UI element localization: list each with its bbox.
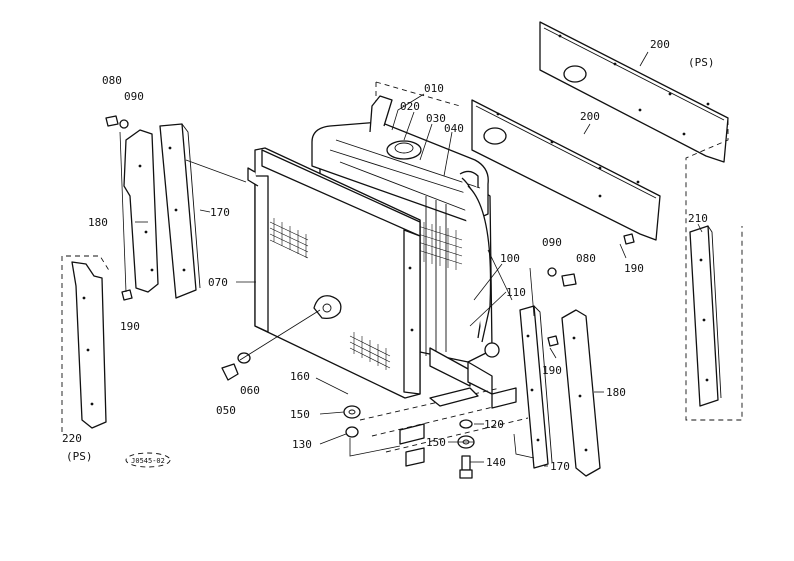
label-160: 160	[290, 370, 310, 383]
label-100: 100	[500, 252, 520, 265]
shroud-plate	[471, 99, 661, 241]
left-bracket-170	[159, 123, 201, 299]
label-180-right: 180	[606, 386, 626, 399]
label-150-left: 150	[290, 408, 310, 421]
label-010: 010	[424, 82, 444, 95]
drawing-code: J0545-02	[131, 457, 165, 465]
label-220: 220	[62, 432, 82, 445]
grille-frame	[247, 147, 421, 399]
leader-lines	[119, 51, 703, 467]
label-200-lower: 200	[580, 110, 600, 123]
lead-line	[529, 267, 535, 317]
label-070: 070	[208, 276, 228, 289]
radiator-outline	[375, 81, 461, 110]
label-090-right: 090	[542, 236, 562, 249]
label-210: 210	[688, 212, 708, 225]
label-080-left: 080	[102, 74, 122, 87]
label-170-right: 170	[550, 460, 570, 473]
label-110: 110	[506, 286, 526, 299]
label-200-top: 200	[650, 38, 670, 51]
label-190-left: 190	[120, 320, 140, 333]
label-040: 040	[444, 122, 464, 135]
label-140: 140	[486, 456, 506, 469]
right-bracket-170	[519, 305, 553, 469]
label-060: 060	[240, 384, 260, 397]
label-190-mid: 190	[542, 364, 562, 377]
label-150-right: 150	[426, 436, 446, 449]
label-190-right: 190	[624, 262, 644, 275]
right-plate-180	[561, 309, 601, 477]
label-200-ps-note: (PS)	[688, 56, 715, 69]
part-labels: 010 020 030 040 050 060 070 080 080 090 …	[62, 38, 715, 473]
side-bracket-ps	[689, 225, 722, 407]
label-120: 120	[484, 418, 504, 431]
label-130: 130	[292, 438, 312, 451]
label-090-left: 090	[124, 90, 144, 103]
label-220-ps-note: (PS)	[66, 450, 93, 463]
label-170-left: 170	[210, 206, 230, 219]
ps-outline	[539, 24, 743, 421]
drawing-code-stamp: J0545-02	[125, 452, 171, 468]
label-020: 020	[400, 100, 420, 113]
label-050: 050	[216, 404, 236, 417]
label-080-right: 080	[576, 252, 596, 265]
left-bracket-ps	[61, 255, 111, 432]
label-030: 030	[426, 112, 446, 125]
lower-frame	[359, 387, 529, 467]
label-180-left: 180	[88, 216, 108, 229]
left-plate-180	[123, 129, 159, 293]
shroud-plate-ps	[539, 21, 729, 163]
